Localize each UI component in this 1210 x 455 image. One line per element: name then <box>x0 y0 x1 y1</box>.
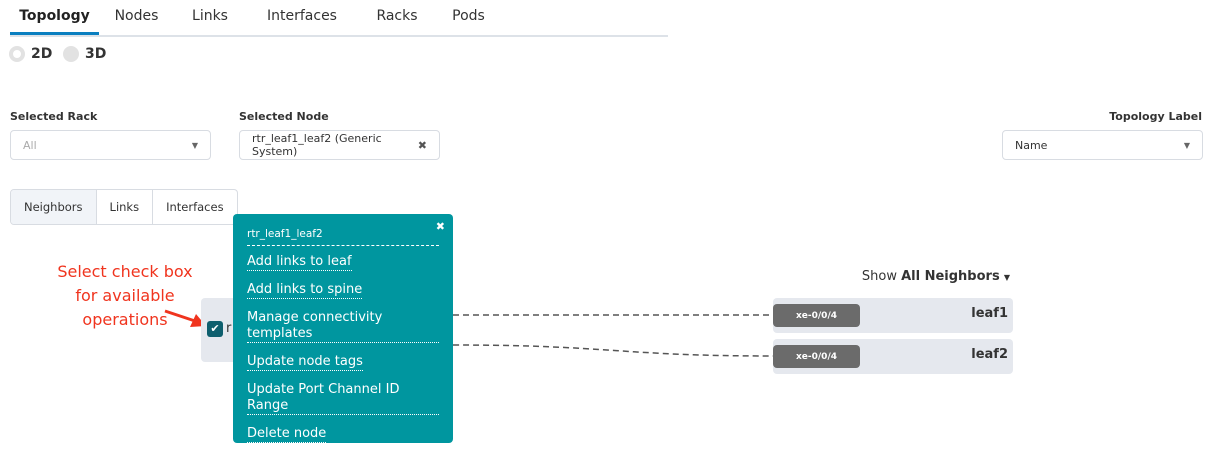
subtab-links[interactable]: Links <box>97 190 154 224</box>
rack-placeholder: All <box>23 138 37 152</box>
neighbor-name: leaf2 <box>971 347 1008 362</box>
sub-tabs: Neighbors Links Interfaces <box>10 189 238 225</box>
tab-topology[interactable]: Topology <box>10 0 99 35</box>
manage-connectivity-templates-link[interactable]: Manage connectivity templates <box>247 310 439 343</box>
node-select[interactable]: rtr_leaf1_leaf2 (Generic System) ✖ <box>239 130 440 160</box>
main-tabs: Topology Nodes Links Interfaces Racks Po… <box>10 0 668 37</box>
node-checkbox[interactable]: ✔ <box>207 321 223 337</box>
tab-links[interactable]: Links <box>192 8 228 24</box>
radio-icon <box>9 46 25 62</box>
radio-icon <box>63 46 79 62</box>
node-label: Selected Node <box>239 110 329 123</box>
add-links-to-spine-link[interactable]: Add links to spine <box>247 282 363 299</box>
rack-select[interactable]: All ▼ <box>10 130 211 160</box>
annotation-text: Select check box for available operation… <box>57 262 193 329</box>
neighbor-leaf1[interactable]: xe-0/0/4 leaf1 <box>773 298 1013 333</box>
show-neighbors-dropdown[interactable]: Show All Neighbors ▼ <box>862 269 1010 284</box>
caret-down-icon: ▼ <box>1183 140 1190 150</box>
subtab-interfaces[interactable]: Interfaces <box>166 200 224 214</box>
radio-label: 3D <box>85 46 107 62</box>
show-value: All Neighbors <box>901 269 1000 284</box>
tab-pods[interactable]: Pods <box>452 8 485 24</box>
tab-nodes[interactable]: Nodes <box>114 8 159 24</box>
link-line-leaf2 <box>452 344 774 357</box>
arrow-icon <box>164 309 199 324</box>
caret-down-icon: ▼ <box>191 140 198 150</box>
node-value: rtr_leaf1_leaf2 (Generic System) <box>252 132 382 158</box>
topology-label-label: Topology Label <box>1109 110 1202 123</box>
topology-label-select[interactable]: Name ▼ <box>1002 130 1203 160</box>
subtab-neighbors[interactable]: Neighbors <box>11 190 97 224</box>
show-prefix: Show <box>861 269 897 284</box>
close-icon[interactable]: ✖ <box>435 220 445 233</box>
node-name: r <box>226 321 232 336</box>
neighbor-name: leaf1 <box>971 306 1008 321</box>
port-badge: xe-0/0/4 <box>773 304 860 327</box>
rack-label: Selected Rack <box>10 110 98 123</box>
node-operations-popup: ✖ rtr_leaf1_leaf2 Add links to leaf Add … <box>233 214 453 443</box>
tab-racks[interactable]: Racks <box>376 8 418 24</box>
radio-2d[interactable]: 2D <box>9 46 52 62</box>
neighbor-leaf2[interactable]: xe-0/0/4 leaf2 <box>773 339 1013 374</box>
update-node-tags-link[interactable]: Update node tags <box>247 354 363 371</box>
radio-label: 2D <box>31 46 53 62</box>
popup-title: rtr_leaf1_leaf2 <box>247 228 439 246</box>
add-links-to-leaf-link[interactable]: Add links to leaf <box>247 254 352 271</box>
clear-icon[interactable]: ✖ <box>417 138 427 152</box>
tab-interfaces[interactable]: Interfaces <box>267 8 337 24</box>
caret-down-icon: ▼ <box>1003 273 1010 282</box>
update-port-channel-id-range-link[interactable]: Update Port Channel ID Range <box>247 382 439 415</box>
delete-node-link[interactable]: Delete node <box>247 426 327 443</box>
radio-3d[interactable]: 3D <box>63 46 106 62</box>
port-badge: xe-0/0/4 <box>773 345 860 368</box>
topology-label-value: Name <box>1015 138 1048 152</box>
